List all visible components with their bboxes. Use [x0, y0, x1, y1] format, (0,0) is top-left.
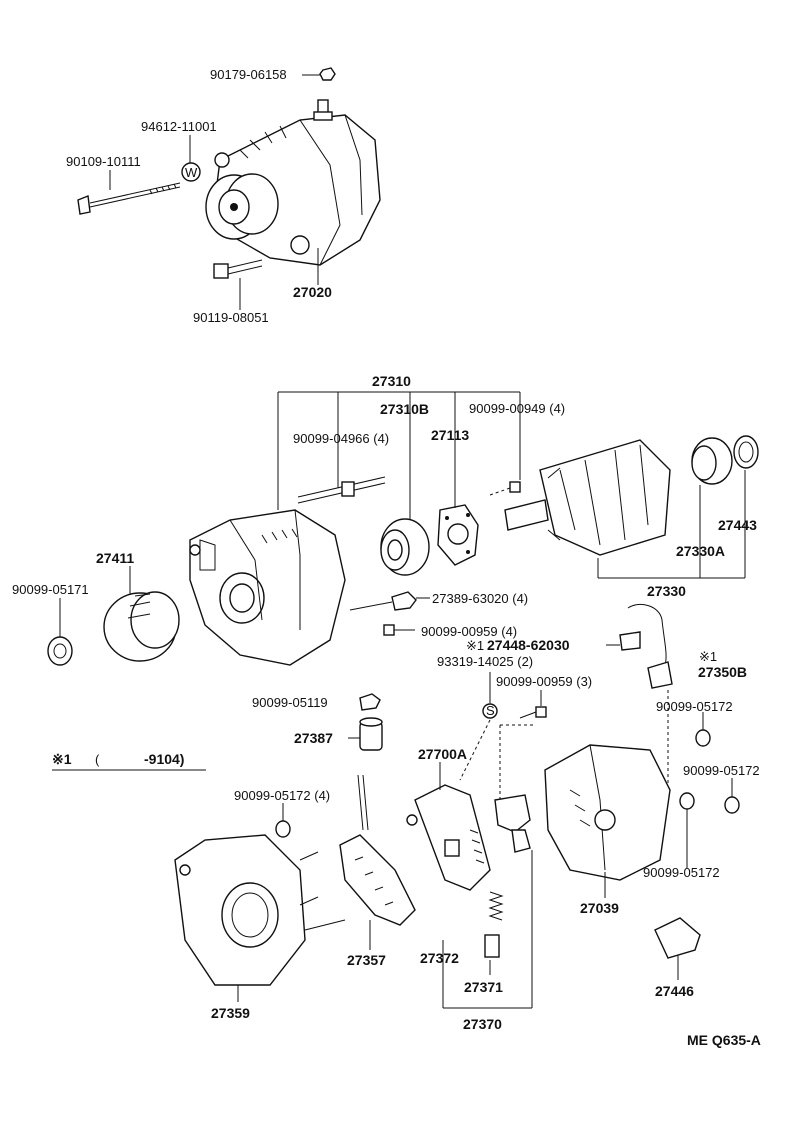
label-27448-62030: 27448-62030 [487, 637, 570, 653]
label-90099-05172-a: 90099-05172 [656, 699, 733, 714]
stud-90099-04966 [297, 476, 386, 504]
nut-90099-05119 [359, 693, 381, 711]
label-27371: 27371 [464, 979, 503, 995]
brush-27371 [484, 934, 500, 958]
regulator-27350b [647, 661, 673, 689]
bolt-90119-08051 [213, 259, 263, 279]
label-27443: 27443 [718, 517, 757, 533]
bearing-27330a [691, 437, 733, 485]
label-90099-05172-4: 90099-05172 (4) [234, 788, 330, 803]
regulator-27700a [406, 784, 491, 891]
label-27370: 27370 [463, 1016, 502, 1032]
label-27357: 27357 [347, 952, 386, 968]
screw-90099-00949 [489, 481, 521, 496]
bearing-cover-27443 [733, 435, 759, 469]
label-27350b: 27350B [698, 664, 747, 680]
terminal-27448-62030 [619, 604, 667, 666]
label-27411: 27411 [96, 550, 134, 566]
label-90099-05172-b: 90099-05172 [683, 763, 760, 778]
label-27310b: 27310B [380, 401, 429, 417]
bolt-90109-10111 [77, 182, 181, 215]
label-27700a: 27700A [418, 746, 467, 762]
nut-90099-05172-c [679, 792, 695, 810]
nut-90179-06158 [319, 67, 336, 81]
note-range: -9104) [144, 751, 184, 767]
label-27330: 27330 [647, 583, 686, 599]
label-27372: 27372 [420, 950, 459, 966]
insulator-27389-63020 [391, 591, 417, 611]
label-27387: 27387 [294, 730, 333, 746]
label-27448-mark: ※1 [466, 638, 484, 653]
label-90099-05172-c: 90099-05172 [643, 865, 720, 880]
label-27310: 27310 [372, 373, 411, 389]
label-90099-05119: 90099-05119 [252, 695, 328, 710]
label-27350b-mark: ※1 [699, 649, 717, 664]
label-90099-00959-3: 90099-00959 (3) [496, 674, 592, 689]
label-27330a: 27330A [676, 543, 725, 559]
washer-w-icon: W [185, 165, 198, 180]
label-27039: 27039 [580, 900, 619, 916]
rear-frame-27359 [174, 834, 346, 986]
drive-end-frame-27310b [189, 509, 346, 666]
collar-90099-05171 [47, 636, 73, 666]
retainer-plate-27113 [437, 504, 479, 566]
label-90099-04966: 90099-04966 (4) [293, 431, 389, 446]
note-open-paren: ( [95, 752, 100, 767]
washer-93319-14025: S [482, 703, 498, 719]
nut-90099-05172-a [695, 729, 711, 747]
brush-spring-27372 [488, 891, 504, 921]
label-90099-05171: 90099-05171 [12, 582, 89, 597]
brush-holder [494, 794, 531, 853]
diagram-code: ME Q635-A [687, 1032, 761, 1048]
label-27113: 27113 [431, 427, 469, 443]
pulley-27411 [103, 591, 180, 662]
rectifier-27357 [339, 834, 416, 926]
terminal-cover-27446 [654, 917, 701, 959]
label-94612-11001: 94612-11001 [141, 119, 217, 134]
cap-27387 [359, 717, 383, 751]
screw-90099-00959-4 [383, 624, 415, 636]
screw-90099-00959-3 [519, 706, 547, 719]
label-90119-08051: 90119-08051 [193, 310, 269, 325]
label-93319-14025: 93319-14025 (2) [437, 654, 533, 669]
rear-cover-27039 [544, 744, 671, 881]
bearing-27310b [380, 518, 430, 576]
label-27389-63020: 27389-63020 (4) [432, 591, 528, 606]
stud-90099-05172-4 [357, 774, 369, 831]
label-90179-06158: 90179-06158 [210, 67, 287, 82]
washer-94612-11001: W [181, 162, 201, 182]
label-90099-00949: 90099-00949 (4) [469, 401, 565, 416]
label-27446: 27446 [655, 983, 694, 999]
nut-90099-05172-b [724, 796, 740, 814]
label-90109-10111: 90109-10111 [66, 154, 141, 169]
label-27020: 27020 [293, 284, 332, 300]
washer-s-icon: S [486, 703, 495, 718]
nut-90099-05172-d [275, 820, 291, 838]
note-mark: ※1 [52, 751, 72, 767]
alternator-assembly [205, 99, 381, 266]
label-90099-00959-4: 90099-00959 (4) [421, 624, 517, 639]
rotor-27330 [504, 439, 671, 556]
label-27359: 27359 [211, 1005, 250, 1021]
